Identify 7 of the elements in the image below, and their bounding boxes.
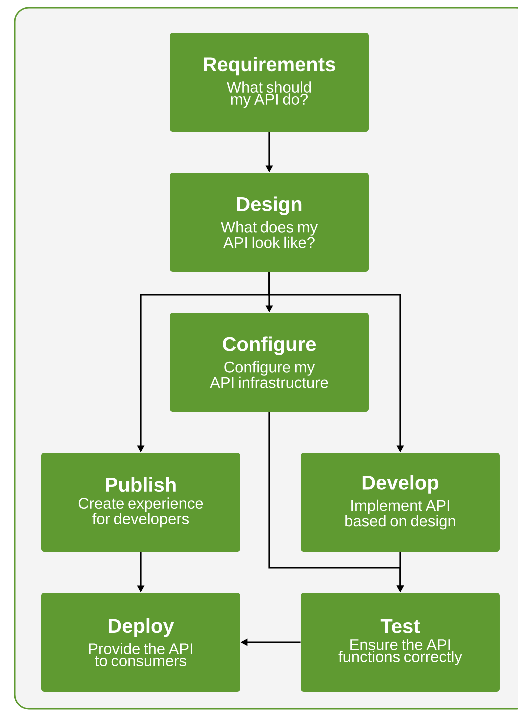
process-box: Design What does my API look like?	[170, 173, 369, 272]
process-box: Develop Implement API based on design	[301, 453, 500, 552]
process-box: Publish Create experience for developers	[42, 453, 240, 552]
process-box: Configure Configure my API infrastructure	[170, 313, 369, 412]
process-box: Deploy Provide the API to consumers	[42, 593, 240, 692]
process-box: Requirements What should my API do?	[170, 33, 369, 132]
process-box: Test Ensure the API functions correctly	[301, 593, 500, 692]
